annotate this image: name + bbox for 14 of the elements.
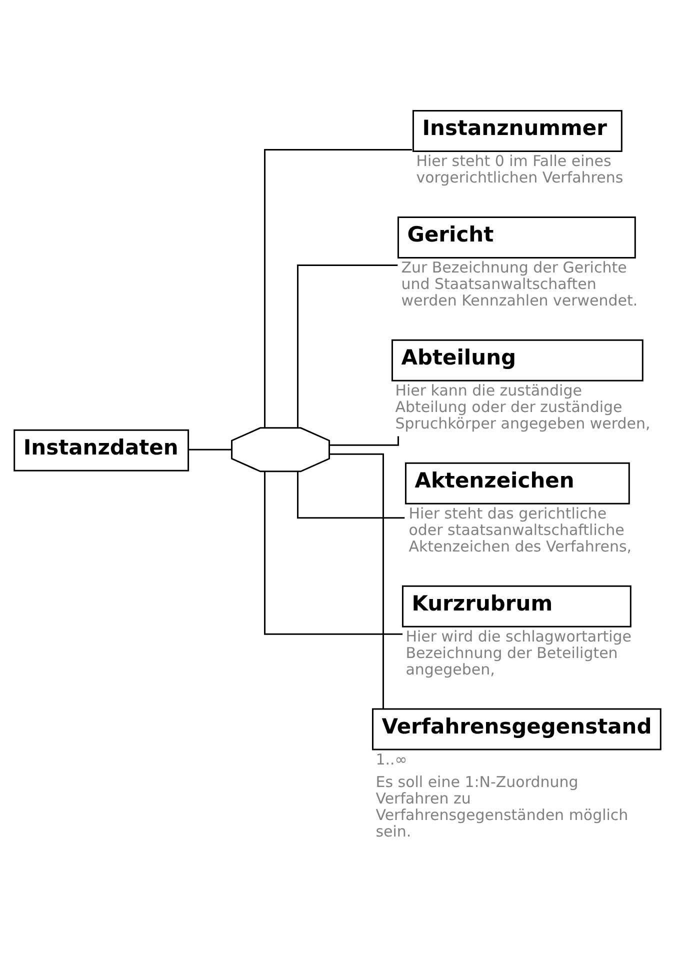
connector [264,471,403,634]
connector [329,452,384,708]
connector [188,448,232,450]
connector [297,264,398,428]
node-label: Hier steht das gerichtliche oder staatsanwaltschaftliche Aktenzeichen des Verfahrens, [408,504,632,556]
node-label: Hier kann die zuständige Abteilung oder der zuständige Spruchkörper angegeben werden, [395,381,650,432]
node-label: Hier wird die schlagwortartige Bezeichnung der Beteiligten angegeben, [406,627,632,678]
connector [297,471,405,518]
node-label: 1..∞ [376,750,408,768]
node-label: Hier steht 0 im Falle eines vorgerichtlichen Verfahrens [416,152,624,186]
node-label: Zur Bezeichnung der Gerichte und Staatsanwaltschaften werden Kennzahlen verwendet. [401,258,638,310]
connector [264,148,412,428]
node-label: Es soll eine 1:N-Zuordnung Verfahren zu Verfahrensgegenständen möglich sein. [376,772,628,840]
node-octagon [231,426,330,472]
